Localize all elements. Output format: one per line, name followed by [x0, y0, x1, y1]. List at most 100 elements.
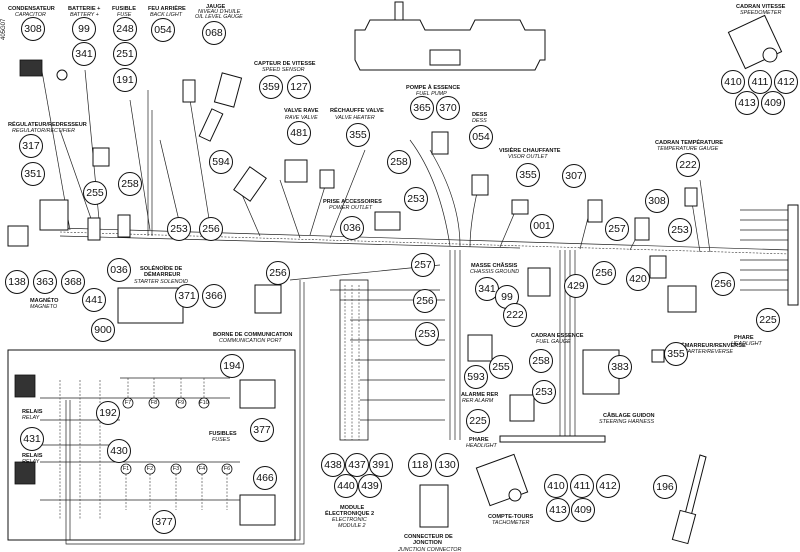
- callout-bubble: 412: [596, 474, 620, 498]
- callout-bubble: 412: [774, 70, 798, 94]
- component-label: MAGNÉTO: [30, 296, 59, 304]
- callout-bubble: 257: [411, 253, 435, 277]
- component-label: CADRAN TEMPÉRATURE: [655, 138, 723, 146]
- callout-bubble: 341: [72, 42, 96, 66]
- callout-bubble: 413: [735, 91, 759, 115]
- callout-bubble: 365: [410, 96, 434, 120]
- callout-number: 307: [565, 170, 583, 182]
- callout-number: 308: [24, 23, 42, 35]
- callout-bubble: 410: [721, 70, 745, 94]
- callout-number: 430: [110, 445, 128, 457]
- callout-bubble: 196: [653, 475, 677, 499]
- callout-bubble: 410: [544, 474, 568, 498]
- component-label: DESS: [472, 118, 487, 124]
- callout-bubble: 411: [748, 70, 772, 94]
- fuse-f7: F7: [122, 397, 134, 409]
- component-label: SPEED SENSOR: [262, 67, 305, 73]
- callout-bubble: 359: [259, 75, 283, 99]
- callout-bubble: 371: [175, 284, 199, 308]
- callout-number: 409: [764, 97, 782, 109]
- callout-number: 355: [519, 169, 537, 181]
- callout-bubble: 001: [530, 214, 554, 238]
- callout-bubble: 054: [469, 125, 493, 149]
- fuse-f3: F3: [170, 463, 182, 475]
- callout-bubble: 256: [592, 261, 616, 285]
- component-label: VALVE HEATER: [335, 115, 375, 121]
- callout-number: 222: [506, 309, 524, 321]
- component-label: CÂBLAGE GUIDON: [603, 412, 655, 419]
- callout-number: 194: [223, 360, 241, 372]
- callout-number: 383: [611, 361, 629, 373]
- callout-number: 192: [99, 407, 117, 419]
- callout-bubble: 251: [113, 42, 137, 66]
- callout-bubble: 355: [664, 342, 688, 366]
- fuse-f6: F6: [221, 463, 233, 475]
- callout-bubble: 593: [464, 365, 488, 389]
- callout-number: 429: [567, 280, 585, 292]
- callout-number: 431: [23, 433, 41, 445]
- component-label: NIVEAU D'HUILE: [198, 9, 241, 15]
- component-label: DÉMARREUR: [144, 270, 180, 278]
- callout-number: 225: [759, 314, 777, 326]
- callout-number: 118: [412, 459, 429, 471]
- callout-bubble: 138: [5, 270, 29, 294]
- callout-bubble: 253: [532, 380, 556, 404]
- component-label: CADRAN ESSENCE: [531, 333, 584, 339]
- callout-number: 351: [24, 168, 42, 180]
- component-label: STARTER/REVERSE: [681, 349, 733, 355]
- callout-number: 054: [154, 24, 172, 36]
- component-label: COMPTE-TOURS: [488, 514, 534, 520]
- callout-number: 191: [116, 74, 134, 86]
- callout-bubble: 253: [167, 217, 191, 241]
- callout-number: 412: [777, 76, 795, 88]
- component-label: FEU ARRIÈRE: [148, 4, 186, 12]
- callout-bubble: 439: [358, 474, 382, 498]
- component-label: HEADLIGHT: [466, 443, 498, 449]
- callout-bubble: 253: [415, 322, 439, 346]
- callout-bubble: 308: [645, 189, 669, 213]
- callout-number: 371: [178, 290, 196, 302]
- callout-number: 130: [438, 459, 456, 471]
- callout-bubble: 430: [107, 439, 131, 463]
- component-label: DÉMARREUR/RENVERSE: [677, 341, 746, 349]
- callout-number: 127: [290, 81, 308, 93]
- callout-bubble: 440: [334, 474, 358, 498]
- fuse-label: F3: [173, 466, 179, 472]
- component-label: RELAY: [22, 459, 40, 465]
- component-label: POWER OUTLET: [329, 205, 373, 211]
- callout-number: 99: [501, 291, 513, 303]
- callout-number: 255: [492, 361, 510, 373]
- callout-number: 256: [416, 295, 434, 307]
- callout-number: 439: [361, 480, 379, 492]
- component-label: CAPACITOR: [15, 12, 46, 18]
- callout-bubble: 257: [605, 217, 629, 241]
- callout-bubble: 441: [82, 288, 106, 312]
- callout-number: 341: [478, 283, 496, 295]
- callout-number: 317: [22, 140, 40, 152]
- fuse-label: F10: [199, 400, 208, 406]
- component-label: RÉGULATEUR/REDRESSEUR: [8, 120, 87, 128]
- callout-bubble: 225: [466, 409, 490, 433]
- callout-number: 248: [116, 23, 134, 35]
- callout-bubble: 355: [346, 123, 370, 147]
- callout-bubble: 258: [387, 150, 411, 174]
- component-label: CADRAN VITESSE: [736, 4, 786, 10]
- callout-bubble: 437: [345, 453, 369, 477]
- callout-bubble: 594: [209, 150, 233, 174]
- callout-bubble: 308: [21, 17, 45, 41]
- component-label: RELAIS: [22, 453, 43, 459]
- component-label: RELAY: [22, 415, 40, 421]
- fuse-label: F7: [125, 400, 131, 406]
- callout-bubble: 256: [199, 217, 223, 241]
- callout-number: 255: [86, 187, 104, 199]
- callout-bubble: 383: [608, 355, 632, 379]
- component-label: BATTERY +: [70, 12, 99, 18]
- fuse-label: F2: [147, 466, 153, 472]
- callout-number: 251: [116, 48, 134, 60]
- callout-number: 355: [667, 348, 685, 360]
- component-label: VISOR OUTLET: [508, 154, 548, 160]
- component-label: BATTERIE +: [68, 6, 101, 12]
- callout-bubble: 222: [676, 153, 700, 177]
- component-label: VALVE RAVE: [284, 108, 319, 114]
